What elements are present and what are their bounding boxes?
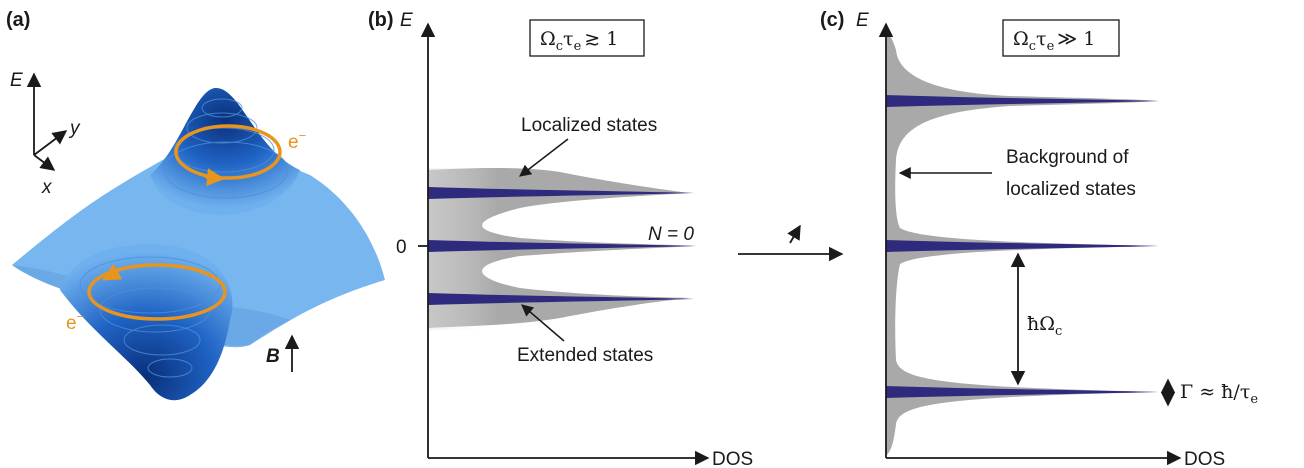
transition-arrow [738,224,844,262]
tick-zero: 0 [396,237,407,258]
annotation-background-line1: Background of [1006,147,1129,168]
annotation-localized: Localized states [521,115,657,136]
regime-label-c: Ωcτe≫ 1 [1013,28,1095,54]
axis-x-label: x [41,177,53,198]
regime-label-b: Ωcτe≳ 1 [540,28,618,54]
landau-level-b-upper [428,187,695,199]
energy-surface [12,87,385,401]
landau-level-b-zero [428,240,697,252]
annotation-background-line2: localized states [1006,179,1136,200]
potential-peak [150,87,300,215]
panel-c-axis-e: E [856,10,869,31]
panel-a: (a) E y x [6,9,385,401]
orbit-bottom [87,263,227,321]
spacing-label: ħΩc [1027,313,1062,339]
landau-level-c-1 [886,95,1158,107]
panel-c: (c) E DOS Ωcτe≫ 1 Background of localize… [820,9,1258,468]
axis-e-label: E [10,70,23,91]
electron-label-top: e− [288,128,306,153]
orbit-top [174,124,282,180]
axis-y-label: y [68,118,81,139]
landau-levels-b [428,187,697,305]
panel-b-label: (b) [368,9,394,31]
landau-level-c-2 [886,240,1158,252]
panel-a-label: (a) [6,9,30,31]
landau-level-b-lower [428,293,695,305]
panel-b-axis-dos: DOS [712,449,753,468]
panel-c-axis-dos: DOS [1184,449,1225,468]
level-label-n0: N = 0 [648,224,694,245]
broadening-peaks-c [886,30,1160,456]
annotation-extended: Extended states [517,345,653,366]
regime-box-c [1002,19,1120,57]
regime-box-b [529,19,645,57]
potential-well [60,244,233,401]
panel-b: (b) E 0 DOS Ωcτe≳ 1 Localized states Ext… [368,9,753,468]
landau-levels-c [886,95,1158,398]
field-label: B [266,346,280,367]
panel-b-axis-e: E [400,10,413,31]
panel-c-label: (c) [820,9,844,31]
width-label: Γ ≈ ħ/τe [1180,381,1258,407]
electron-label-bottom: e− [66,309,84,334]
landau-level-c-3 [886,386,1158,398]
coordinate-axes: E y x [10,70,81,198]
magnetic-field-arrow: B [266,334,300,372]
